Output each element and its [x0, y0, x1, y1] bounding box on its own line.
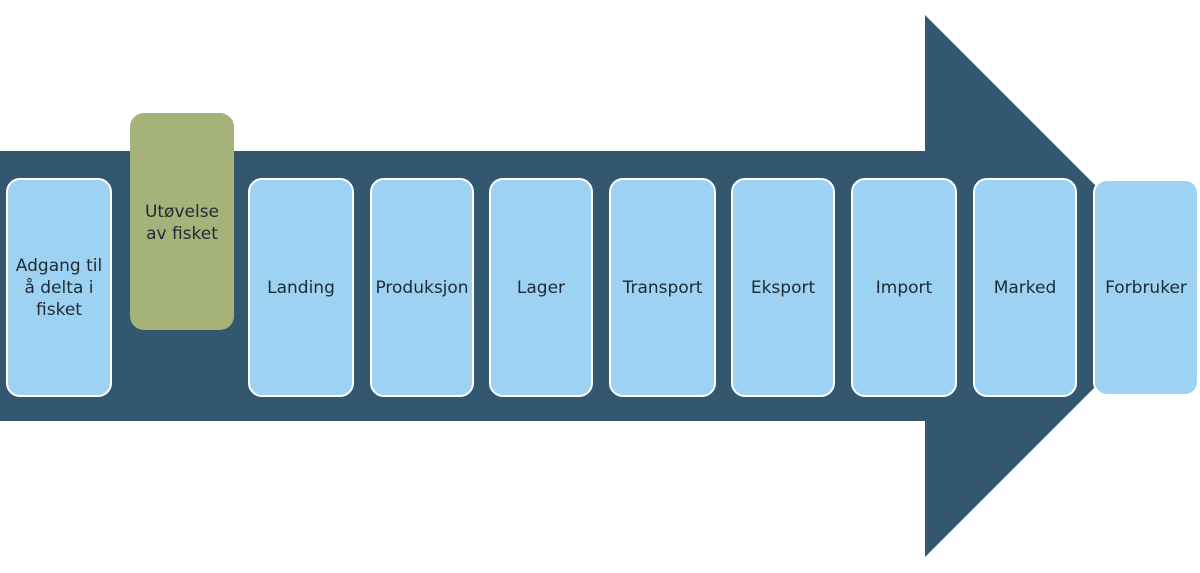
step-lager: Lager	[489, 178, 593, 397]
step-forbruker: Forbruker	[1093, 179, 1199, 396]
step-eksport: Eksport	[731, 178, 835, 397]
step-produksjon: Produksjon	[370, 178, 474, 397]
step-utovelse: Utøvelse av fisket	[130, 113, 234, 330]
step-import: Import	[851, 178, 957, 397]
step-landing: Landing	[248, 178, 354, 397]
step-adgang: Adgang til å delta i fisket	[6, 178, 112, 397]
step-marked: Marked	[973, 178, 1077, 397]
arrow-shape	[0, 15, 1196, 557]
step-transport: Transport	[609, 178, 716, 397]
